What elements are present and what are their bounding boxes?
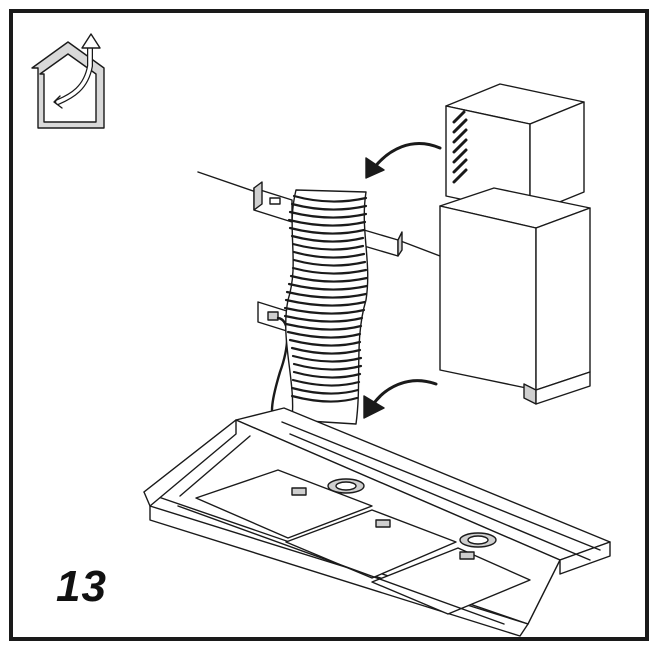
flexible-duct	[283, 189, 369, 425]
lower-chimney-section	[439, 187, 591, 405]
mounting-bracket-right	[363, 229, 403, 257]
install-arrow-lower-head-icon	[363, 395, 385, 419]
upper-chimney-section	[445, 83, 585, 215]
install-arrow-icon	[372, 142, 442, 170]
wall-line	[197, 171, 257, 193]
wall-line-right	[397, 239, 441, 257]
mounting-bracket-left	[253, 181, 293, 223]
ducted-exhaust-icon	[31, 33, 105, 129]
install-arrow-lower-icon	[370, 379, 438, 408]
grease-filter-1	[195, 469, 373, 539]
grease-filter-3	[371, 547, 531, 615]
step-number: 13	[56, 562, 107, 611]
hood-canopy	[143, 407, 611, 637]
install-arrow-head-icon	[365, 157, 385, 179]
